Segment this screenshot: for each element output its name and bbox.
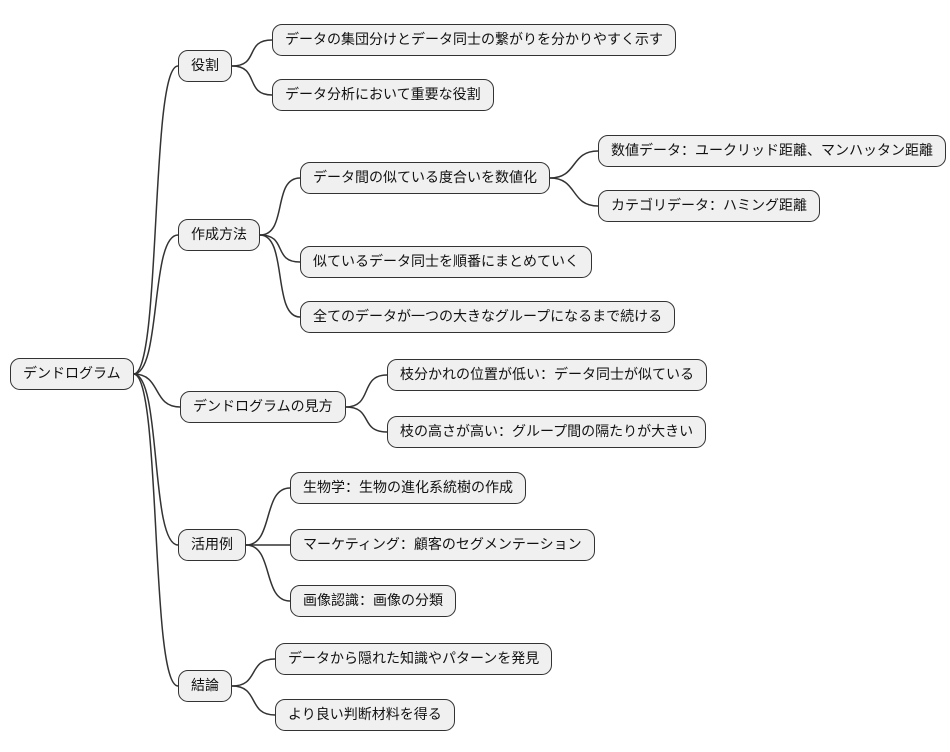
branch-node-use-cases: 活用例 (178, 528, 246, 562)
leaf-node-biology: 生物学：生物の進化系統樹の作成 (290, 471, 526, 505)
leaf-node-better-decisions: より良い判断材料を得る (275, 698, 455, 732)
leaf-node-numeric-distance: 数値データ：ユークリッド距離、マンハッタン距離 (598, 134, 946, 168)
leaf-node-role-importance: データ分析において重要な役割 (272, 78, 494, 112)
branch-node-role: 役割 (178, 49, 232, 83)
leaf-node-high-branch-distant: 枝の高さが高い：グループ間の隔たりが大きい (387, 415, 707, 449)
root-node-dendrogram: デンドログラム (10, 357, 134, 391)
leaf-node-role-grouping: データの集団分けとデータ同士の繋がりを分かりやすく示す (272, 23, 676, 57)
leaf-node-image-recognition: 画像認識：画像の分類 (290, 584, 456, 618)
branch-node-how-to-read: デンドログラムの見方 (180, 390, 346, 424)
leaf-node-merge-in-order: 似ているデータ同士を順番にまとめていく (300, 245, 592, 279)
leaf-node-low-branch-similar: 枝分かれの位置が低い：データ同士が似ている (387, 358, 707, 392)
leaf-node-quantify-similarity: データ間の似ている度合いを数値化 (300, 161, 550, 195)
leaf-node-marketing: マーケティング：顧客のセグメンテーション (290, 528, 595, 562)
leaf-node-continue-until-one-group: 全てのデータが一つの大きなグループになるまで続ける (300, 300, 676, 334)
branch-node-creation-method: 作成方法 (178, 218, 260, 252)
leaf-node-discover-patterns: データから隠れた知識やパターンを発見 (275, 642, 553, 676)
branch-node-conclusion: 結論 (178, 669, 232, 703)
leaf-node-category-distance: カテゴリデータ：ハミング距離 (598, 189, 820, 223)
